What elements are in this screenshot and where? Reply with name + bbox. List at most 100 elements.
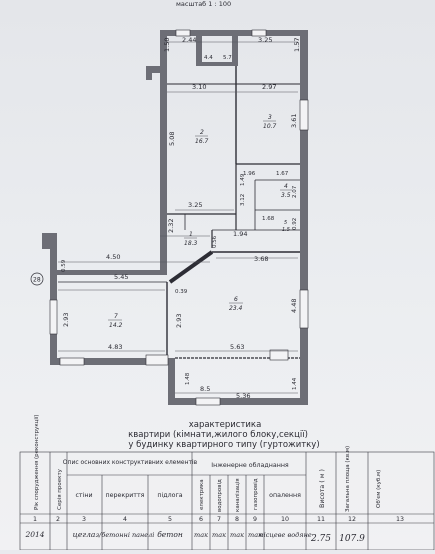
dim-v293b: 2.93 (175, 314, 183, 328)
dim-room2-height: 5.08 (168, 132, 176, 146)
room-5-area: 1.5 (282, 227, 290, 233)
room-5-number: 5 (284, 220, 287, 226)
header-sewer: каналізація (235, 478, 241, 512)
dim-w85: 8.5 (200, 385, 210, 393)
dim-top-right-v: 1.57 (293, 38, 301, 52)
value-electric: так (194, 531, 208, 539)
header-walls: стіни (75, 491, 92, 499)
dim-w039: 0.39 (175, 289, 188, 295)
header-water: водопровід (217, 479, 223, 512)
dim-room3-height: 3.61 (290, 114, 298, 128)
col-num-10: 10 (281, 516, 289, 523)
header-gas: газопровід (253, 478, 259, 510)
column-numbers: 1 2 3 4 5 6 7 8 9 10 11 12 13 (33, 516, 404, 523)
room-7-number: 7 (114, 313, 118, 320)
value-floors: з/бетонні панелі (96, 531, 155, 539)
value-flooring: бетон (157, 530, 183, 539)
dim-top-right: 3.25 (258, 36, 272, 44)
col-num-9: 9 (253, 516, 257, 523)
value-water: так (212, 531, 226, 539)
col-num-11: 11 (317, 516, 325, 523)
room-2-area: 16.7 (195, 138, 209, 145)
room-3-area: 10.7 (263, 123, 277, 130)
room-labels: 2 16.7 3 10.7 4 3.5 5 1.5 1 18.3 7 14.2 … (108, 114, 292, 329)
room-7-area: 14.2 (109, 322, 123, 329)
col-num-3: 3 (82, 516, 86, 523)
dim-w194: 1.94 (233, 230, 247, 238)
caption: характеристика квартири (кімнати,жилого … (128, 420, 320, 450)
header-engineering: Інженерне обладнання (211, 461, 289, 469)
dim-hall-width: 1.67 (276, 171, 289, 177)
col-num-8: 8 (235, 516, 239, 523)
dim-w368: 3.68 (254, 255, 268, 263)
room-2-number: 2 (200, 129, 204, 136)
dim-v312: 3.12 (240, 194, 246, 206)
dim-w483: 4.83 (108, 343, 122, 351)
dim-v232: 2.32 (167, 219, 175, 233)
dim-top-left: 2.44 (182, 36, 196, 44)
dim-bath-width: 1.96 (243, 171, 256, 177)
caption-line-1: характеристика (189, 420, 262, 430)
value-year: 2014 (24, 530, 44, 539)
scale-label: масштаб 1 : 100 (176, 0, 231, 8)
room-1-number: 1 (189, 231, 193, 238)
dim-v144: 1.44 (292, 377, 298, 390)
value-height: 2.75 (310, 534, 331, 544)
room-6-area: 23.4 (229, 305, 243, 312)
room-4-area: 3.5 (281, 192, 291, 199)
svg-text:28: 28 (33, 277, 41, 284)
dim-v207: 2.07 (292, 185, 298, 198)
dim-room2-width: 3.10 (192, 83, 206, 91)
header-area: Загальна площа (кв.м) (345, 446, 351, 512)
dim-w545: 5.45 (114, 273, 128, 281)
col-num-13: 13 (396, 516, 404, 523)
dim-v059: 0.59 (61, 259, 67, 272)
header-series: Серія проекту (57, 468, 63, 510)
header-volume: Об'єм (куб.м) (376, 470, 382, 508)
dim-v293a: 2.93 (62, 313, 70, 327)
dimension-lines (58, 41, 298, 394)
col-num-7: 7 (217, 516, 221, 523)
dim-room3-width: 2.97 (262, 83, 276, 91)
value-heating: місцеве водяне (258, 531, 312, 539)
header-year: Рік спорудження (реконструкції) (34, 414, 40, 510)
header-heating: опалення (269, 492, 301, 499)
col-num-1: 1 (33, 516, 37, 523)
dim-w450: 4.50 (106, 253, 120, 261)
axis-marker: 28 (30, 272, 44, 286)
header-elements: Опис основних конструктивних елементів (63, 459, 198, 466)
exterior-walls (42, 30, 308, 405)
col-num-2: 2 (56, 516, 60, 523)
dim-v148: 1.48 (185, 372, 191, 385)
room-1-area: 18.3 (184, 240, 198, 247)
dim-notch-w1: 4.4 (204, 55, 213, 61)
header-floors: перекриття (106, 492, 145, 499)
table-headers: Рік спорудження (реконструкції) Серія пр… (34, 414, 382, 512)
header-electric: електрика (199, 479, 205, 510)
header-height: Висота ( м ) (319, 469, 326, 508)
dim-v092: 0.92 (292, 218, 298, 230)
dim-w536: 5.36 (236, 392, 250, 400)
value-gas: так (248, 531, 262, 539)
table-data-row: 2014 цегла з/бетонні панелі бетон так та… (24, 530, 365, 544)
col-num-5: 5 (168, 516, 172, 523)
dimension-labels: 2.44 3.25 1.57 1.50 4.4 5.7 3.10 2.97 5.… (61, 36, 301, 400)
header-flooring: підлога (157, 491, 182, 499)
dim-v448: 4.48 (290, 299, 298, 313)
dim-w563: 5.63 (230, 343, 244, 351)
value-sewer: так (230, 531, 244, 539)
dim-w325: 3.25 (188, 201, 202, 209)
dim-w168: 1.68 (262, 216, 275, 222)
interior-walls (58, 66, 300, 359)
col-num-4: 4 (123, 516, 127, 523)
caption-line-3: у будинку квартирного типу (гуртожитку) (128, 440, 319, 450)
col-num-6: 6 (199, 516, 203, 523)
dim-v149: 1.49 (240, 173, 246, 186)
col-num-12: 12 (348, 516, 356, 523)
caption-line-2: квартири (кімнати,жилого блоку,секції) (128, 430, 308, 440)
room-3-number: 3 (268, 114, 272, 121)
room-4-number: 4 (284, 183, 288, 190)
dim-notch-w2: 5.7 (223, 55, 232, 61)
